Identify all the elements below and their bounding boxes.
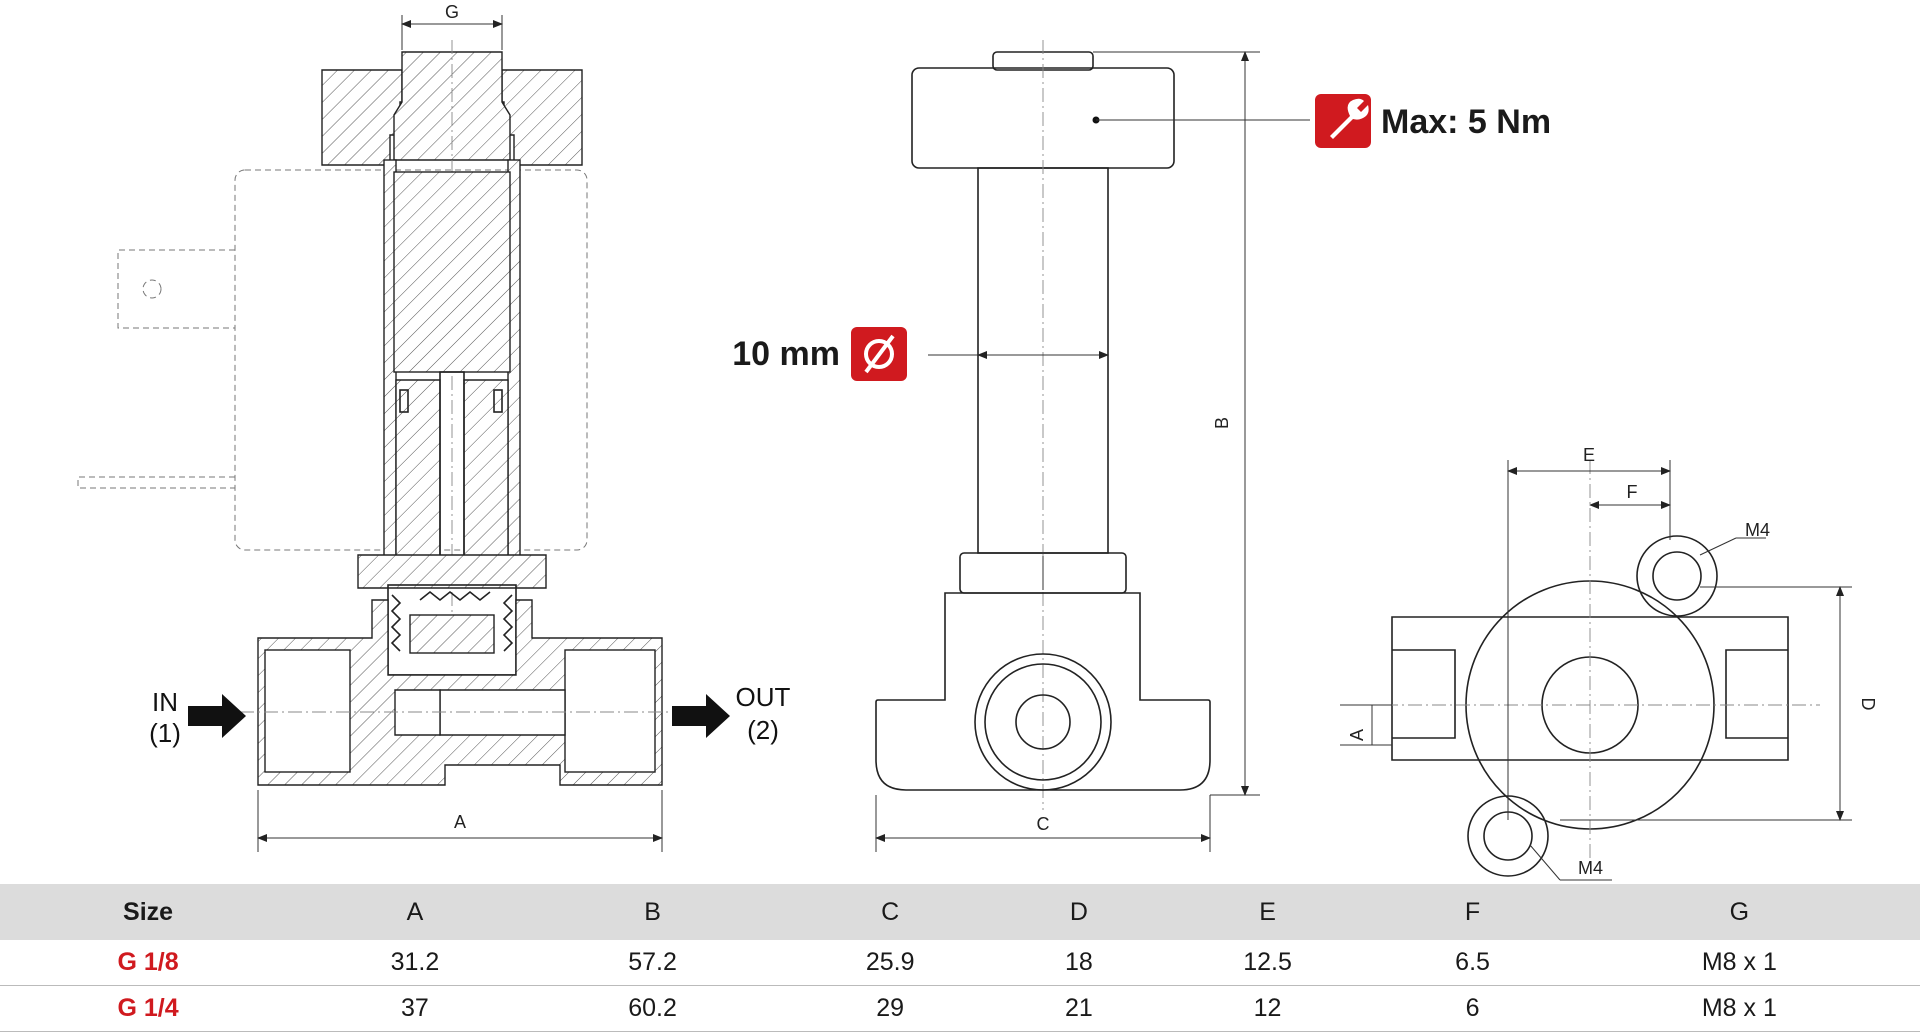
inlet-port-label: (1) xyxy=(149,718,181,748)
table-row: G 1/8 31.2 57.2 25.9 18 12.5 6.5 M8 x 1 xyxy=(0,940,1920,986)
table-row: G 1/4 37 60.2 29 21 12 6 M8 x 1 xyxy=(0,985,1920,1032)
top-nut-left xyxy=(321,69,403,166)
torque-text: Max: 5 Nm xyxy=(1381,103,1551,141)
dim-label-e: E xyxy=(1583,445,1595,465)
pin-left xyxy=(399,389,409,413)
cell-b: 60.2 xyxy=(533,985,772,1032)
header-f: F xyxy=(1386,884,1559,940)
outlet-bore xyxy=(564,649,656,773)
dim-label-c: C xyxy=(1037,814,1050,834)
coil-outline xyxy=(234,169,588,551)
inlet-port xyxy=(1392,649,1456,739)
torque-callout: Max: 5 Nm xyxy=(1315,94,1551,148)
center-passage xyxy=(394,689,441,736)
port-ring xyxy=(984,663,1102,781)
bottom-view: E F D A M4 M4 xyxy=(1340,445,1878,881)
header-d: D xyxy=(1008,884,1149,940)
spring-left xyxy=(390,594,402,652)
port-bore xyxy=(1015,694,1071,750)
header-e: E xyxy=(1148,884,1387,940)
header-size: Size xyxy=(0,884,297,940)
hex-nut xyxy=(357,554,547,589)
outlet-label: OUT xyxy=(736,682,791,712)
dim-label-d: D xyxy=(1858,698,1878,711)
connector-tab xyxy=(117,249,235,329)
top-nut-right xyxy=(501,69,583,166)
pin-right xyxy=(493,389,503,413)
dim-label-g: G xyxy=(445,2,459,22)
dimensions-table: Size A B C D E F G G 1/8 31.2 57.2 25.9 … xyxy=(0,884,1920,1032)
cell-e: 12.5 xyxy=(1148,940,1387,986)
flow-arrow-icon xyxy=(672,694,730,738)
cell-b: 57.2 xyxy=(533,940,772,986)
table-header-row: Size A B C D E F G xyxy=(0,884,1920,940)
inlet-bore xyxy=(264,649,351,773)
cell-f: 6 xyxy=(1386,985,1559,1032)
diameter-text: 10 mm xyxy=(732,335,840,373)
outlet-port-label: (2) xyxy=(747,715,779,745)
dim-label-a: A xyxy=(454,812,466,832)
armature-left xyxy=(395,379,441,571)
cell-c: 25.9 xyxy=(771,940,1009,986)
cell-size: G 1/4 xyxy=(0,985,297,1032)
cell-g: M8 x 1 xyxy=(1558,940,1920,986)
outlet-port xyxy=(1725,649,1788,739)
side-body xyxy=(875,592,1211,791)
outlet-passage xyxy=(439,689,566,736)
mount-ear-top xyxy=(1636,535,1718,617)
plug-core xyxy=(393,171,511,373)
connector-pin xyxy=(77,476,235,489)
header-a: A xyxy=(296,884,534,940)
inlet-label: IN xyxy=(152,687,178,717)
cell-d: 18 xyxy=(1008,940,1149,986)
dim-label-f: F xyxy=(1627,482,1638,502)
cell-f: 6.5 xyxy=(1386,940,1559,986)
cell-a: 37 xyxy=(296,985,534,1032)
header-c: C xyxy=(771,884,1009,940)
flow-arrow-icon xyxy=(188,694,246,738)
small-spring xyxy=(419,590,491,602)
cell-e: 12 xyxy=(1148,985,1387,1032)
section-view: G A IN (1) OUT (2) xyxy=(77,2,791,852)
header-g: G xyxy=(1558,884,1920,940)
technical-drawing: G A IN (1) OUT (2) B xyxy=(77,2,1878,881)
side-view: B C xyxy=(875,40,1310,852)
thread-label-top: M4 xyxy=(1745,520,1770,540)
mount-hole-top xyxy=(1652,551,1702,601)
spring-right xyxy=(502,594,514,652)
diameter-callout: 10 mm xyxy=(732,327,907,381)
port-outer-ring xyxy=(974,653,1112,791)
valve-seal xyxy=(409,614,495,654)
cell-size: G 1/8 xyxy=(0,940,297,986)
cell-g: M8 x 1 xyxy=(1558,985,1920,1032)
base-plate xyxy=(1391,616,1789,761)
cell-d: 21 xyxy=(1008,985,1149,1032)
header-b: B xyxy=(533,884,772,940)
dim-label-a-small: A xyxy=(1347,729,1367,741)
thread-label-bottom: M4 xyxy=(1578,858,1603,878)
dim-label-b: B xyxy=(1212,417,1232,429)
cell-a: 31.2 xyxy=(296,940,534,986)
connector-hole xyxy=(142,279,162,299)
cell-c: 29 xyxy=(771,985,1009,1032)
